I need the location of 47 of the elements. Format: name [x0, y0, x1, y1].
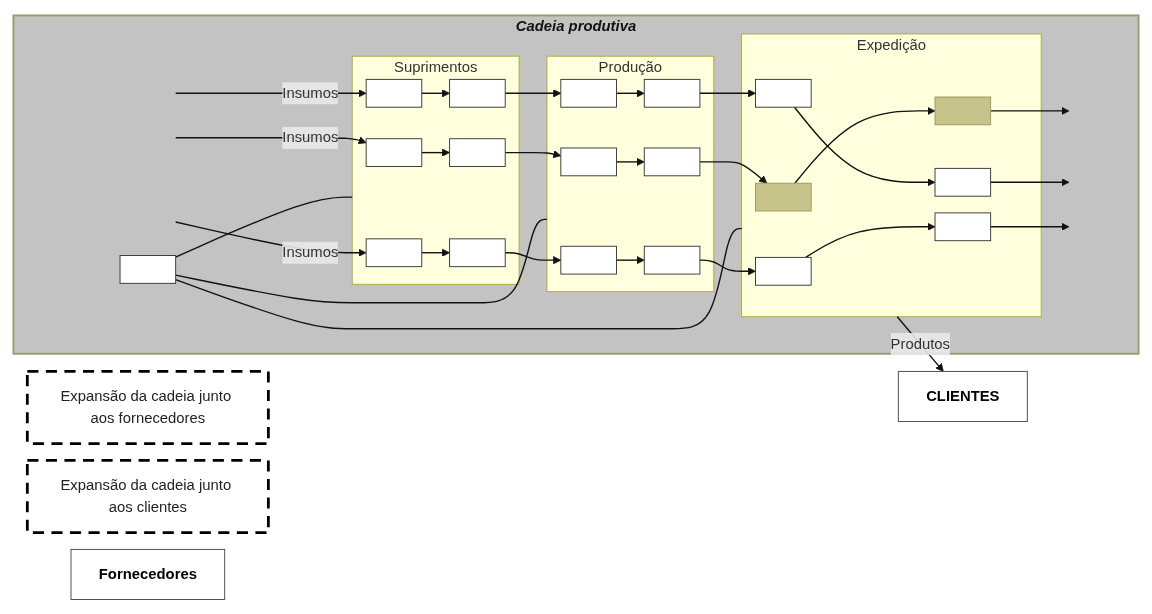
node-box: [934, 167, 992, 197]
node-box: [365, 78, 423, 108]
arrow: [504, 88, 562, 97]
node-box: [755, 78, 812, 108]
cluster: Produção: [546, 55, 715, 292]
arrow: [699, 259, 756, 275]
connector: [174, 195, 353, 258]
arrow: [989, 106, 1070, 115]
node-box: Fornecedores: [70, 548, 226, 600]
edge-label: Insumos: [282, 128, 339, 145]
node-box: [449, 78, 506, 108]
arrow: [421, 88, 450, 97]
node-cube: [934, 96, 992, 125]
node-box: [449, 137, 506, 167]
edge-label: Insumos: [282, 84, 339, 101]
node-box: [365, 237, 423, 267]
node-box: [119, 254, 177, 284]
arrow: [615, 255, 645, 264]
arrow: [989, 222, 1070, 231]
node-cube: [755, 182, 812, 212]
node-box: [934, 211, 992, 241]
node-box: [449, 237, 506, 267]
node-box: [560, 147, 617, 176]
node-box: [365, 137, 423, 167]
node-box: [643, 147, 701, 176]
node-box: [755, 256, 812, 286]
edge-label: Insumos: [282, 243, 339, 260]
arrow: [421, 248, 450, 257]
cluster: Expedição: [741, 33, 1042, 317]
arrow: [989, 177, 1070, 186]
node-box: [643, 245, 701, 275]
cluster: Suprimentos: [351, 55, 520, 285]
node-box: Expansão da cadeia junto aos clientes: [25, 458, 270, 534]
node-box: [643, 78, 701, 108]
arrow: [615, 88, 645, 97]
node-box: [560, 78, 617, 108]
node-box: Expansão da cadeia junto aos fornecedores: [25, 369, 270, 445]
arrow: [504, 149, 562, 158]
arrow: [504, 251, 562, 264]
connector: [174, 227, 743, 329]
node-box: [560, 245, 617, 275]
edge-label: Produtos: [890, 335, 950, 352]
arrow: [699, 88, 756, 97]
arrow: [699, 160, 768, 184]
arrow: [615, 157, 645, 166]
node-box: CLIENTES: [897, 370, 1028, 422]
arrow: [421, 148, 450, 157]
